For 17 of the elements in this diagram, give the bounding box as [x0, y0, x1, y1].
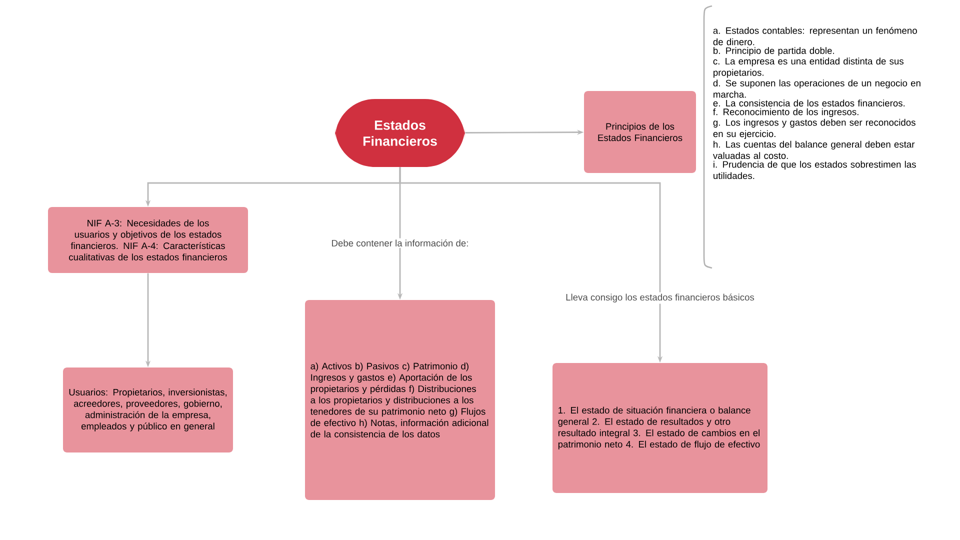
concept-box: Usuarios: Propietarios, inversionistas, acreedores, proveedores, gobierno, administración de la empresa, empleados y público en general: [63, 368, 233, 452]
list-item: d. Se suponen las operaciones de un negocio en marcha.: [713, 80, 920, 98]
edge-label: Debe contener la información de:: [332, 240, 468, 246]
concept-box: Principios de los Estados Financieros: [584, 91, 696, 173]
list-item: i. Prudencia de que los estados sobrestimen las utilidades.: [714, 160, 916, 180]
list-item: f. Reconocimiento de los ingresos.: [713, 108, 858, 118]
list-item: a. Estados contables: representan un fenómeno de dinero.: [713, 26, 917, 46]
list-item: e. La consistencia de los estados financieros.: [713, 100, 905, 106]
list-item: h. Las cuentas del balance general deben estar valuadas al costo.: [712, 140, 915, 159]
concept-box: NIF A-3: Necesidades de los usuarios y objetivos de los estados financieros. NIF A-4: Características cualitativas de los estados financieros: [48, 207, 248, 273]
list-box: 1. El estado de situación financiera o balance general 2. El estado de resultados y otro resultado integral 3. El estado de cambios en el patrimonio neto 4. El estado de flujo de efectivo: [552, 363, 768, 493]
list-box: a) Activos b) Pasivos c) Patrimonio d) Ingresos y gastos e) Aportación de los propietarios y pérdidas f) Distribuciones a los propietarios y distribuciones a los tenedores de su patrimonio neto g) Flujos de efectivo h) Notas, información adicional de la consistencia de los datos: [305, 300, 495, 500]
edge-label: Lleva consigo los estados financieros básicos: [566, 294, 754, 302]
list-item: b. Principio de partida doble.: [714, 47, 834, 56]
list-item: c. La empresa es una entidad distinta de sus propietarios.: [713, 58, 904, 78]
list-item: g. Los ingresos y gastos deben ser reconocidos en su ejercicio.: [713, 118, 916, 139]
title-pill: Estados Financieros: [335, 99, 465, 167]
